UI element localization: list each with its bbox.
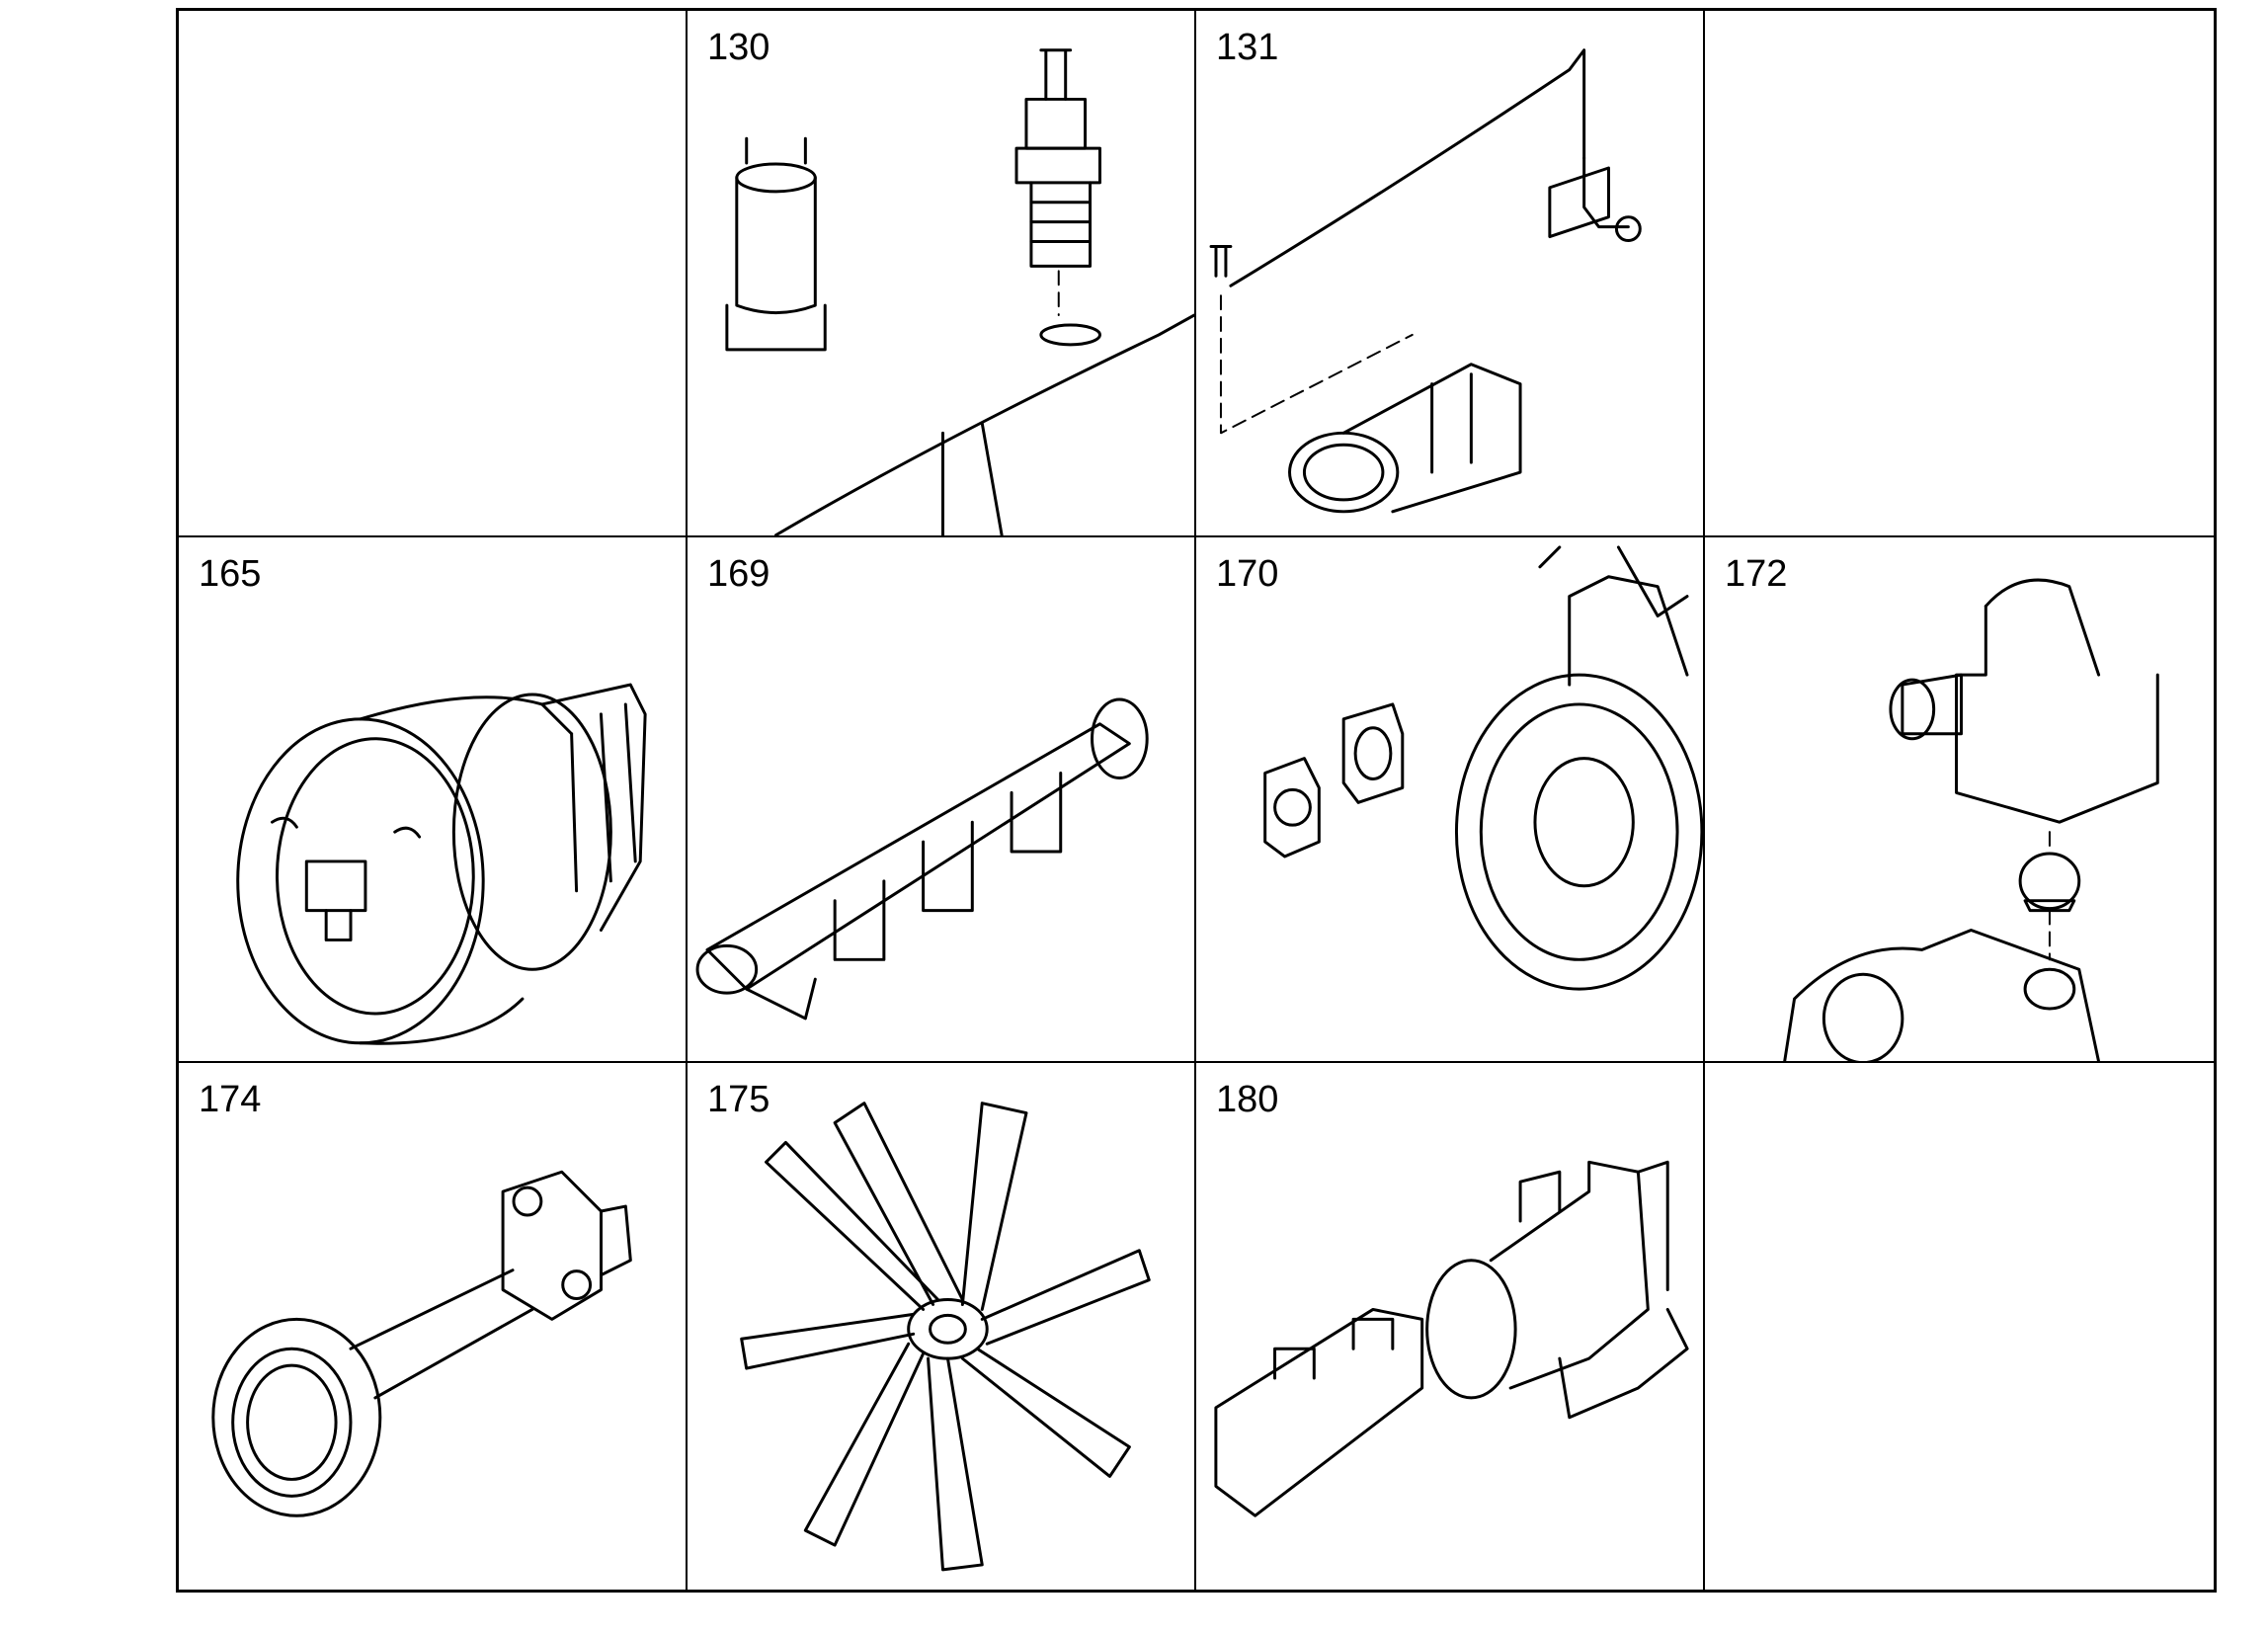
part-cell-170[interactable]: 170 <box>1196 536 1705 1064</box>
part-number: 131 <box>1216 27 1279 68</box>
part-cell-131[interactable]: 131 <box>1196 11 1705 537</box>
part-number: 174 <box>199 1079 262 1121</box>
part-cell-169[interactable]: 169 <box>688 536 1196 1064</box>
part-cell-180[interactable]: 180 <box>1196 1063 1705 1590</box>
fan-icon <box>740 1102 1151 1572</box>
empty-cell <box>179 11 688 537</box>
part-number: 172 <box>1725 552 1788 595</box>
part-cell-175[interactable]: 175 <box>688 1063 1196 1590</box>
empty-cell <box>1705 11 2214 537</box>
part-number: 165 <box>199 552 262 595</box>
part-cell-165[interactable]: 165 <box>179 536 688 1064</box>
drive-shaft-icon <box>211 1171 632 1518</box>
part-cell-174[interactable]: 174 <box>179 1063 688 1590</box>
part-number: 170 <box>1216 552 1279 595</box>
glow-plug-icon <box>725 48 1194 535</box>
intake-manifold-icon <box>695 697 1149 1021</box>
glow-line-icon <box>1209 48 1642 514</box>
part-number: 175 <box>707 1079 770 1121</box>
thermostat-housing-icon <box>1783 578 2159 1062</box>
part-number: 180 <box>1216 1079 1279 1121</box>
flywheel-housing-icon <box>1263 545 1703 991</box>
parts-grid: 130 131 <box>176 8 2217 1593</box>
part-cell-130[interactable]: 130 <box>688 11 1196 537</box>
part-number: 130 <box>707 27 770 68</box>
exhaust-manifold-icon <box>1214 1161 1689 1518</box>
part-cell-172[interactable]: 172 <box>1705 537 2214 1064</box>
pulley-icon <box>236 683 647 1045</box>
empty-cell <box>1705 1063 2214 1590</box>
part-number: 169 <box>707 552 770 595</box>
